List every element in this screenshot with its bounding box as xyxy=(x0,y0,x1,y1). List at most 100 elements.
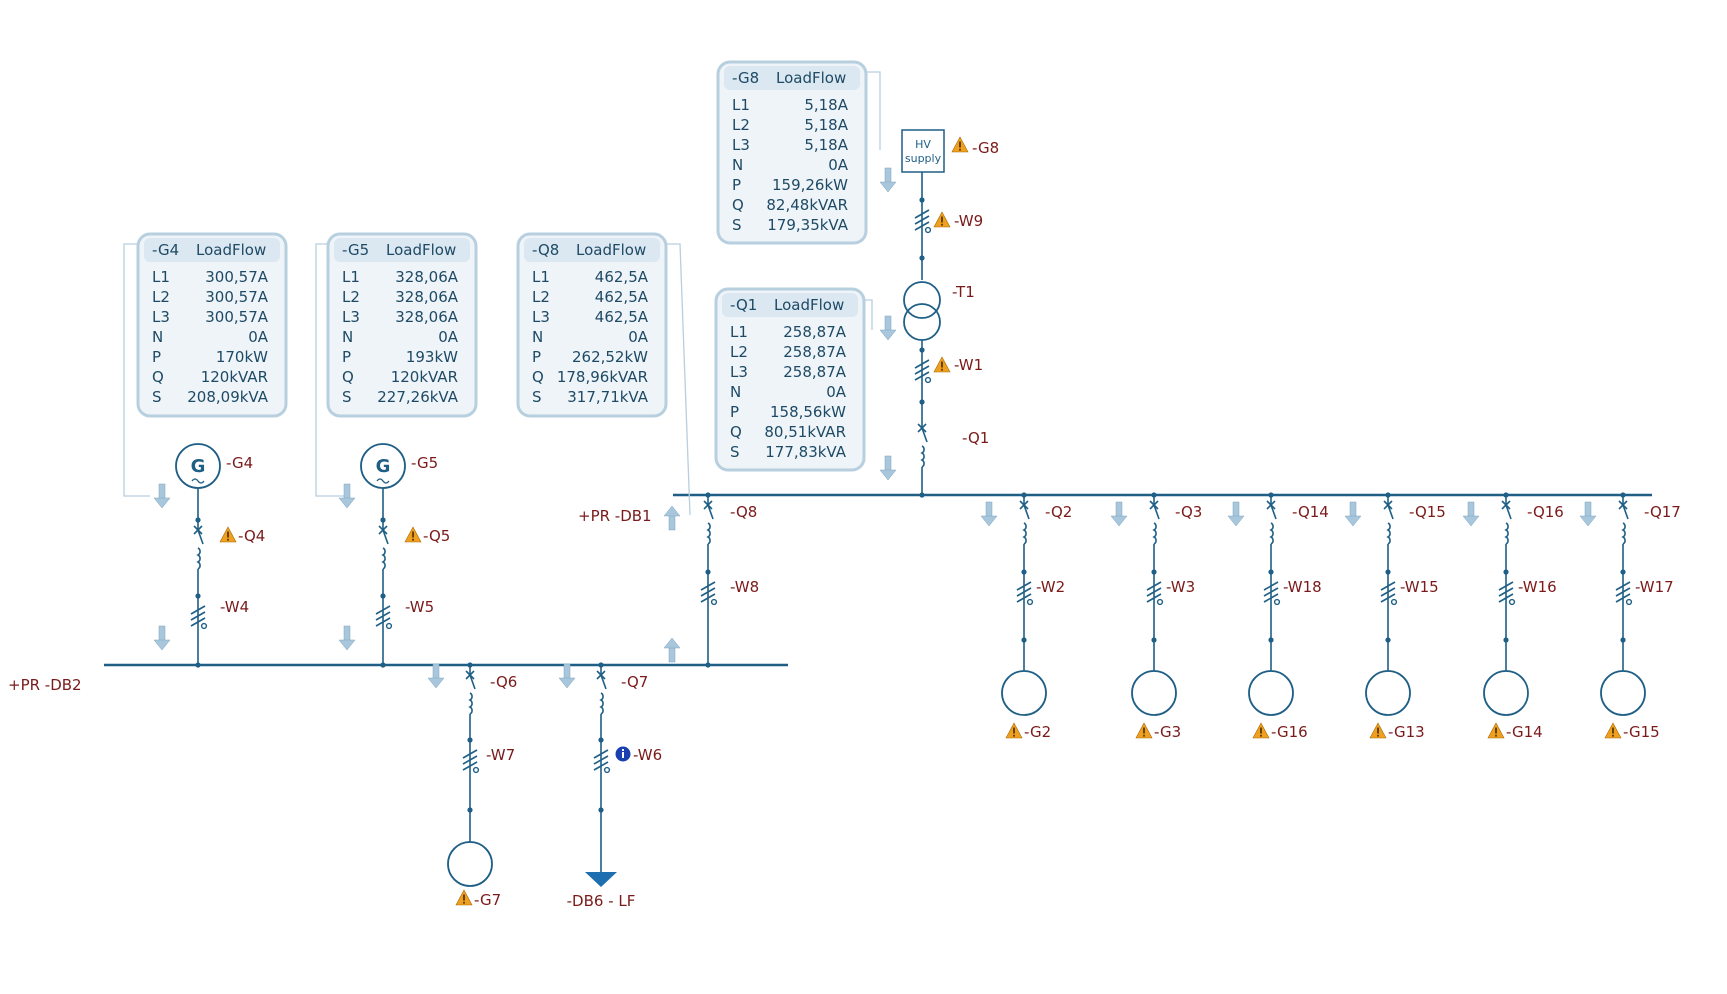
warning-icon[interactable] xyxy=(219,526,237,543)
breaker-q5[interactable] xyxy=(378,522,389,545)
breaker-q17[interactable] xyxy=(1618,497,1629,520)
cable-w4[interactable] xyxy=(190,596,208,636)
warning-icon[interactable] xyxy=(1604,722,1622,739)
coil[interactable] xyxy=(381,547,386,570)
cable-w18[interactable] xyxy=(1263,572,1281,612)
sub-distribution-board-symbol[interactable] xyxy=(585,872,617,887)
motor-load[interactable] xyxy=(1248,670,1294,716)
coil[interactable] xyxy=(1269,522,1274,545)
coil[interactable] xyxy=(196,547,201,570)
popup-title: LoadFlow xyxy=(576,241,646,259)
warning-icon[interactable] xyxy=(951,136,969,153)
hv-supply-line1: HV xyxy=(915,138,931,151)
coil[interactable] xyxy=(1022,522,1027,545)
cable-w9[interactable] xyxy=(914,200,932,240)
breaker-q16[interactable] xyxy=(1501,497,1512,520)
breaker-label: -Q4 xyxy=(238,527,265,545)
cable-w16[interactable] xyxy=(1498,572,1516,612)
popup-row-value: 5,18A xyxy=(804,116,848,134)
popup-row-key: N xyxy=(152,328,163,346)
cable-w8[interactable] xyxy=(700,572,718,612)
motor-load[interactable] xyxy=(1131,670,1177,716)
popup-device: -G5 xyxy=(342,241,369,259)
junction-dot xyxy=(1021,492,1027,498)
breaker-q6[interactable] xyxy=(465,667,476,690)
popup-row-value: 0A xyxy=(826,383,847,401)
coil[interactable] xyxy=(599,692,604,715)
cable-w15[interactable] xyxy=(1380,572,1398,612)
popup-row-value: 328,06A xyxy=(395,288,458,306)
cable-w1[interactable] xyxy=(914,350,932,390)
breaker-q7[interactable] xyxy=(596,667,607,690)
busbar-db2-label: +PR -DB2 xyxy=(8,676,82,694)
warning-icon[interactable] xyxy=(1252,722,1270,739)
motor-load[interactable] xyxy=(1483,670,1529,716)
popup-row-value: 300,57A xyxy=(205,288,268,306)
popup-row-key: Q xyxy=(730,423,742,441)
load-label: -G7 xyxy=(474,891,501,909)
junction-dot xyxy=(1268,492,1274,498)
popup-row-key: S xyxy=(152,388,162,406)
transformer-winding-primary[interactable] xyxy=(903,281,941,319)
cable-w2[interactable] xyxy=(1016,572,1034,612)
transformer-winding-secondary[interactable] xyxy=(903,303,941,341)
warning-icon[interactable] xyxy=(933,211,951,228)
cable-w17[interactable] xyxy=(1615,572,1633,612)
cable-label: -W6 xyxy=(633,746,662,764)
power-flow-up-arrow xyxy=(663,637,681,663)
coil[interactable] xyxy=(1152,522,1157,545)
popup-row-key: P xyxy=(730,403,739,421)
breaker-q1[interactable] xyxy=(917,420,928,443)
popup-row-value: 227,26kVA xyxy=(377,388,458,406)
coil-q1[interactable] xyxy=(920,445,925,468)
warning-icon[interactable] xyxy=(933,356,951,373)
motor-load[interactable] xyxy=(1365,670,1411,716)
popup-row-value: 0A xyxy=(828,156,849,174)
cable-w7[interactable] xyxy=(462,740,480,780)
warning-icon[interactable] xyxy=(1369,722,1387,739)
popup-row-key: N xyxy=(732,156,743,174)
coil[interactable] xyxy=(1621,522,1626,545)
breaker-label: -Q15 xyxy=(1409,503,1446,521)
popup-row-value: 300,57A xyxy=(205,308,268,326)
coil[interactable] xyxy=(468,692,473,715)
popup-row-value: 193kW xyxy=(406,348,458,366)
popup-row-value: 462,5A xyxy=(595,268,649,286)
coil[interactable] xyxy=(1386,522,1391,545)
cable-w5[interactable] xyxy=(375,596,393,636)
breaker-q14[interactable] xyxy=(1266,497,1277,520)
power-flow-down-arrow xyxy=(153,483,171,509)
busbar-db1-label: +PR -DB1 xyxy=(578,507,652,525)
warning-icon[interactable] xyxy=(404,526,422,543)
breaker-q15[interactable] xyxy=(1383,497,1394,520)
popup-row-value: 208,09kVA xyxy=(187,388,268,406)
breaker-q3[interactable] xyxy=(1149,497,1160,520)
coil[interactable] xyxy=(1504,522,1509,545)
motor-load[interactable] xyxy=(1600,670,1646,716)
motor-load[interactable] xyxy=(1001,670,1047,716)
info-icon[interactable] xyxy=(615,746,631,762)
sine-wave-icon xyxy=(191,478,205,484)
junction-dot xyxy=(919,399,925,405)
warning-icon[interactable] xyxy=(1135,722,1153,739)
cable-w6[interactable] xyxy=(593,740,611,780)
junction-dot xyxy=(380,517,386,523)
motor-load[interactable] xyxy=(447,841,493,887)
coil-q8[interactable] xyxy=(706,522,711,545)
cable-w3[interactable] xyxy=(1146,572,1164,612)
warning-icon[interactable] xyxy=(455,889,473,906)
warning-icon[interactable] xyxy=(1005,722,1023,739)
junction-dot xyxy=(1151,492,1157,498)
breaker-q4[interactable] xyxy=(193,522,204,545)
breaker-q2[interactable] xyxy=(1019,497,1030,520)
popup-row-key: L3 xyxy=(532,308,550,326)
warning-icon[interactable] xyxy=(1487,722,1505,739)
hv-supply-box[interactable] xyxy=(901,129,945,173)
breaker-q8[interactable] xyxy=(703,497,714,520)
